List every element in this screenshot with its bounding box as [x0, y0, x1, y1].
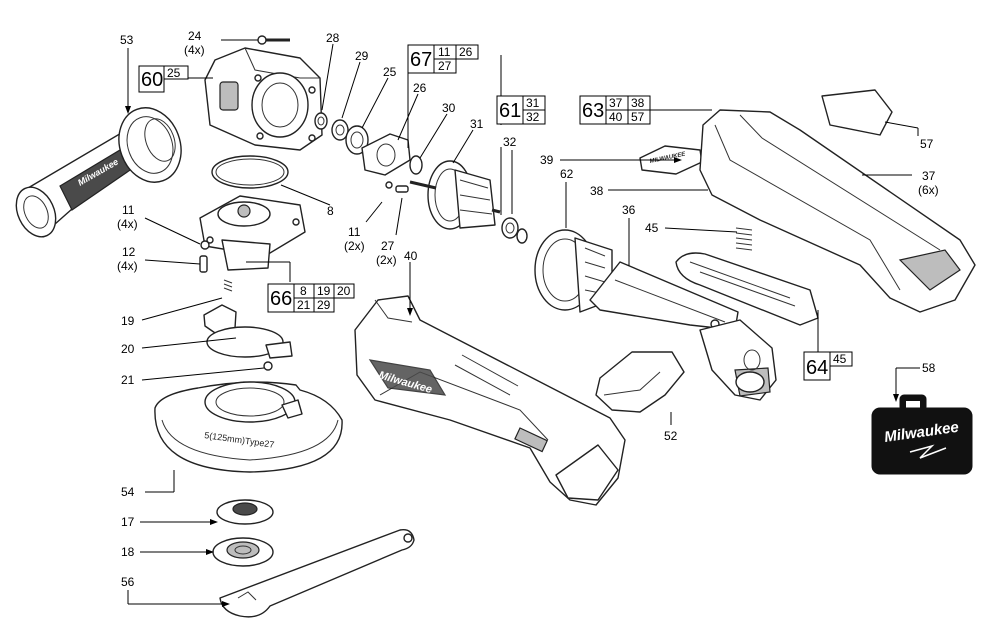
- callout-21: 21: [121, 373, 135, 387]
- kit-61-item-1: 31: [526, 96, 540, 110]
- part-56-spanner: [219, 529, 415, 618]
- part-11-27-screws: [385, 181, 409, 193]
- kit-63-item-1: 37: [609, 96, 623, 110]
- callout-18: 18: [121, 545, 135, 559]
- callout-54: 54: [121, 485, 135, 499]
- callout-62: 62: [560, 167, 574, 181]
- callout-27: 27: [381, 239, 395, 253]
- part-20-clamp-band: [206, 326, 293, 359]
- kit-66-item-3: 20: [337, 284, 351, 298]
- kit-63-box: 63 37 38 40 57: [579, 95, 651, 125]
- callout-57: 57: [920, 137, 934, 151]
- callout-58: 58: [922, 361, 936, 375]
- callout-28: 28: [326, 31, 340, 45]
- part-32-bearing: [501, 217, 528, 244]
- callout-31: 31: [470, 117, 484, 131]
- part-38-rear-housing: [699, 109, 976, 313]
- callout-32: 32: [503, 135, 517, 149]
- kit-66-item-1: 8: [300, 284, 307, 298]
- part-8-o-ring: [211, 155, 289, 189]
- kit-60-box: 60 25: [138, 65, 189, 93]
- kit-67-item-2: 26: [459, 45, 473, 59]
- part-31-armature: [409, 160, 501, 230]
- callout-12: 12: [122, 245, 136, 259]
- part-24-screws: [257, 35, 290, 45]
- kit-64-label: 64: [806, 357, 828, 379]
- kit-66-item-5: 29: [317, 298, 331, 312]
- kit-63-label: 63: [582, 100, 604, 122]
- part-spindle-assembly: [199, 195, 306, 271]
- kit-64-box: 64 45: [803, 351, 853, 381]
- callout-24-qty: (4x): [184, 43, 205, 57]
- part-18-lock-nut: [212, 537, 274, 567]
- part-26-plate: [361, 133, 411, 176]
- part-electronics-module: [699, 319, 777, 401]
- kit-66-item-2: 19: [317, 284, 331, 298]
- callout-52: 52: [664, 429, 678, 443]
- kit-67-box: 67 11 26 27: [407, 44, 479, 74]
- callout-37: 37: [922, 169, 936, 183]
- part-gear-housing: [204, 47, 323, 151]
- part-52-insulator: [595, 351, 685, 413]
- part-40-motor-housing: Milwaukee: [354, 295, 626, 506]
- kit-67-label: 67: [410, 49, 432, 71]
- callout-24: 24: [188, 29, 202, 43]
- part-30-ring: [409, 155, 423, 175]
- kit-63-item-4: 57: [631, 110, 645, 124]
- part-19-spring: [223, 279, 233, 292]
- callout-53: 53: [120, 33, 134, 47]
- callout-19: 19: [121, 314, 135, 328]
- part-54-wheel-guard: 5(125mm)Type27: [154, 381, 343, 473]
- part-28-washer: [314, 112, 328, 130]
- callout-8: 8: [327, 204, 334, 218]
- callout-numbers: 53 24 (4x) 28 29 25 26 30 31 32 39 57 37…: [117, 29, 939, 589]
- callout-56: 56: [121, 575, 135, 589]
- callout-29: 29: [355, 49, 369, 63]
- callout-39: 39: [540, 153, 554, 167]
- callout-25: 25: [383, 65, 397, 79]
- part-57-label: [821, 89, 893, 136]
- callout-26: 26: [413, 81, 427, 95]
- callout-20: 20: [121, 342, 135, 356]
- kit-64-item-1: 45: [833, 352, 847, 366]
- leader-lines: [125, 39, 920, 607]
- callout-11b-qty: (2x): [344, 239, 365, 253]
- part-45-spring: [735, 227, 753, 251]
- callout-11a-qty: (4x): [117, 217, 138, 231]
- part-12-screw: [199, 255, 208, 273]
- kit-60-item-1: 25: [167, 66, 181, 80]
- callout-38: 38: [590, 184, 604, 198]
- callout-45: 45: [645, 221, 659, 235]
- callout-17: 17: [121, 515, 135, 529]
- part-53-side-handle: Milwaukee: [15, 107, 182, 238]
- part-29-bearing: [331, 119, 349, 141]
- callout-30: 30: [442, 101, 456, 115]
- part-11-washer: [200, 240, 210, 250]
- kit-61-box: 61 31 32: [496, 95, 546, 125]
- callout-11a: 11: [122, 203, 135, 217]
- part-21-screw: [263, 361, 273, 371]
- callout-40: 40: [404, 249, 418, 263]
- callout-27-qty: (2x): [376, 253, 397, 267]
- kit-61-item-2: 32: [526, 110, 540, 124]
- kit-63-item-2: 38: [631, 96, 645, 110]
- kit-66-box: 66 8 19 20 21 29: [267, 283, 355, 313]
- callout-36: 36: [622, 203, 636, 217]
- kit-63-item-3: 40: [609, 110, 623, 124]
- kit-67-item-1: 11: [438, 45, 451, 59]
- kit-61-label: 61: [499, 100, 521, 122]
- part-17-flange: [216, 499, 274, 525]
- kit-67-item-3: 27: [438, 59, 452, 73]
- callout-12-qty: (4x): [117, 259, 138, 273]
- kit-66-item-4: 21: [297, 298, 311, 312]
- part-58-carrying-case: Milwaukee: [871, 394, 973, 475]
- kit-66-label: 66: [270, 288, 292, 310]
- callout-37-qty: (6x): [918, 183, 939, 197]
- callout-11b: 11: [348, 225, 361, 239]
- kit-60-label: 60: [141, 69, 163, 91]
